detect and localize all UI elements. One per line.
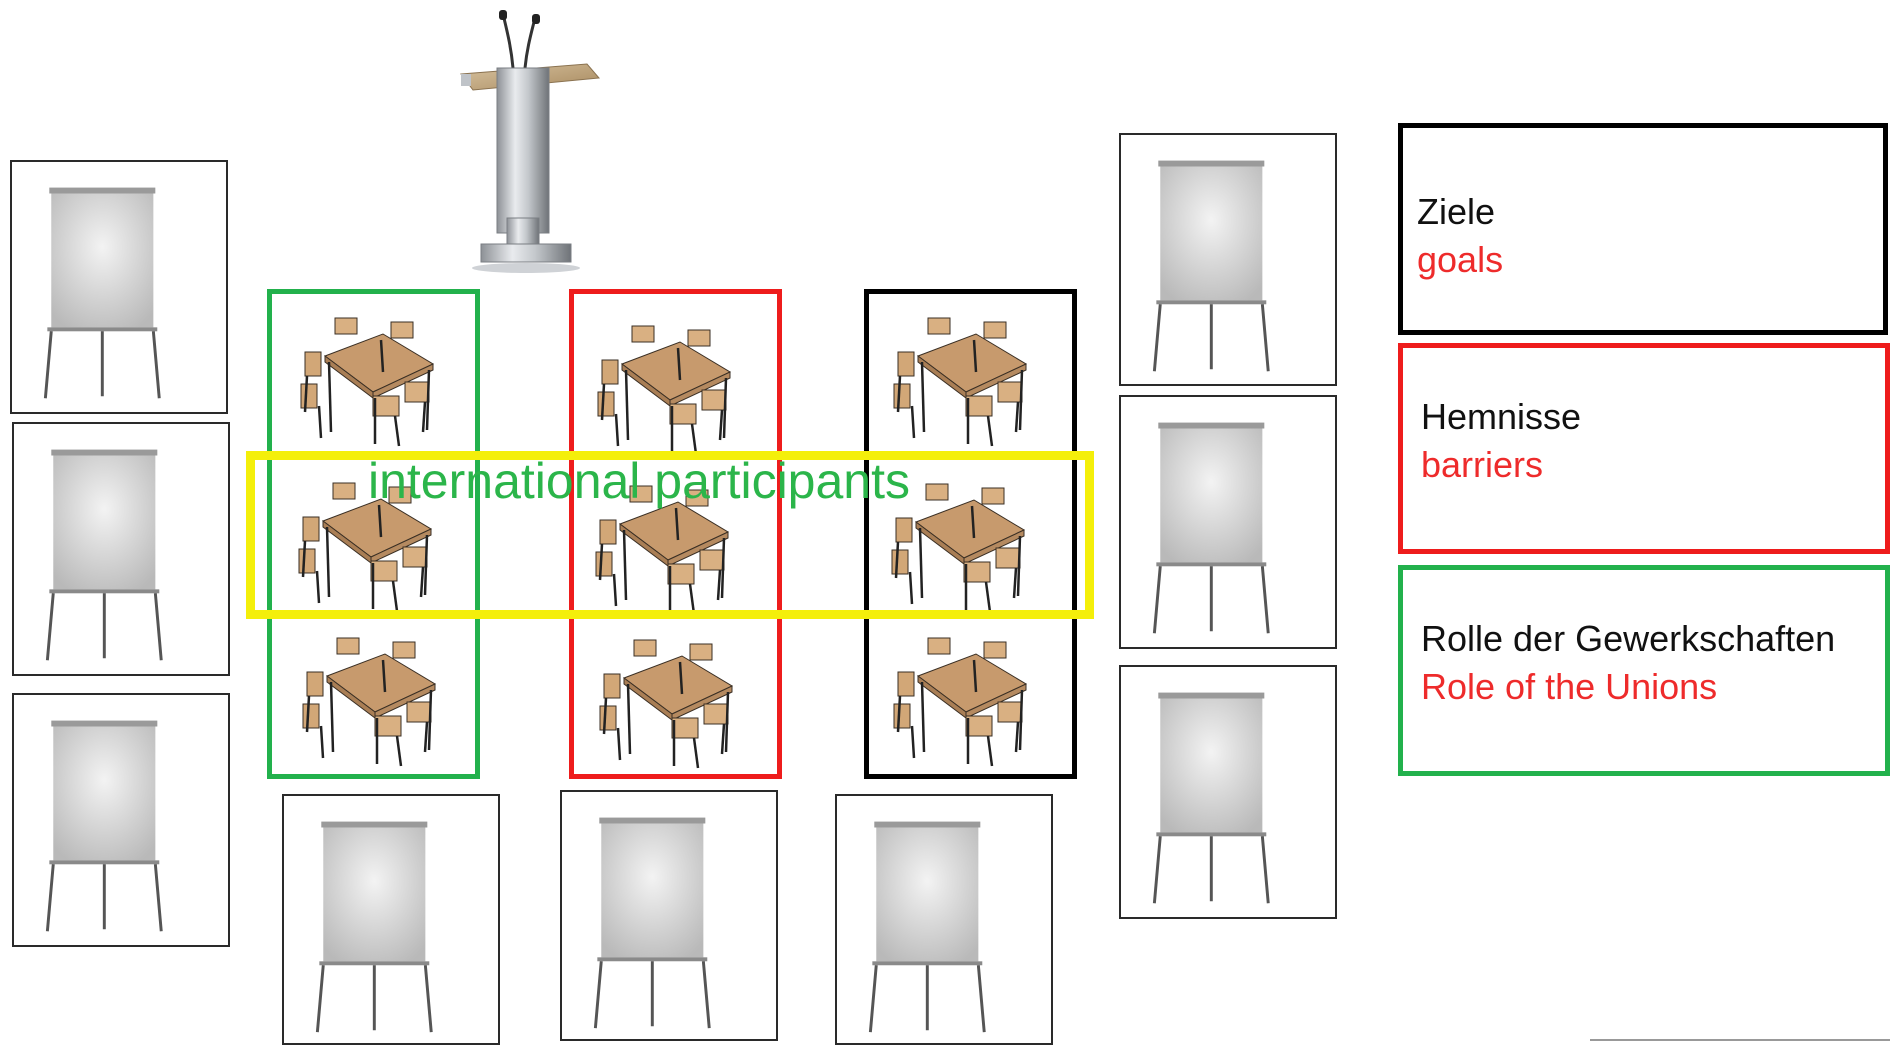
legend-subtitle: Role of the Unions bbox=[1421, 666, 1718, 707]
table-group-green bbox=[267, 289, 480, 779]
flipchart-icon bbox=[12, 693, 230, 947]
table-with-chairs-icon bbox=[295, 312, 445, 452]
band-label: international participants bbox=[368, 453, 910, 509]
podium-icon bbox=[455, 6, 605, 274]
flipchart-icon bbox=[1119, 133, 1337, 386]
legend-title: Rolle der Gewerkschaften bbox=[1421, 618, 1836, 659]
legend-title: Hemnisse bbox=[1421, 396, 1582, 437]
flipchart-icon bbox=[1119, 665, 1337, 919]
international-participants-band bbox=[246, 451, 1094, 619]
table-with-chairs-icon bbox=[293, 477, 443, 617]
table-group-red bbox=[569, 289, 782, 779]
table-with-chairs-icon bbox=[590, 480, 740, 620]
legend-barriers: Hemnisse barriers bbox=[1398, 343, 1890, 554]
flipchart-icon bbox=[835, 794, 1053, 1045]
flipchart-icon bbox=[1119, 395, 1337, 649]
table-with-chairs-icon bbox=[888, 632, 1038, 772]
table-with-chairs-icon bbox=[592, 320, 742, 460]
divider bbox=[1590, 1039, 1890, 1041]
flipchart-icon bbox=[282, 794, 500, 1045]
flipchart-icon bbox=[12, 422, 230, 676]
legend-subtitle: goals bbox=[1417, 239, 1504, 280]
table-with-chairs-icon bbox=[886, 478, 1036, 618]
flipchart-icon bbox=[560, 790, 778, 1041]
table-group-black bbox=[864, 289, 1077, 779]
legend-role-of-unions: Rolle der Gewerkschaften Role of the Uni… bbox=[1398, 565, 1890, 776]
legend-title: Ziele bbox=[1417, 191, 1496, 232]
legend-subtitle: barriers bbox=[1421, 444, 1544, 485]
table-with-chairs-icon bbox=[297, 632, 447, 772]
legend-goals: Ziele goals bbox=[1398, 123, 1888, 335]
table-with-chairs-icon bbox=[594, 634, 744, 774]
flipchart-icon bbox=[10, 160, 228, 414]
table-with-chairs-icon bbox=[888, 312, 1038, 452]
